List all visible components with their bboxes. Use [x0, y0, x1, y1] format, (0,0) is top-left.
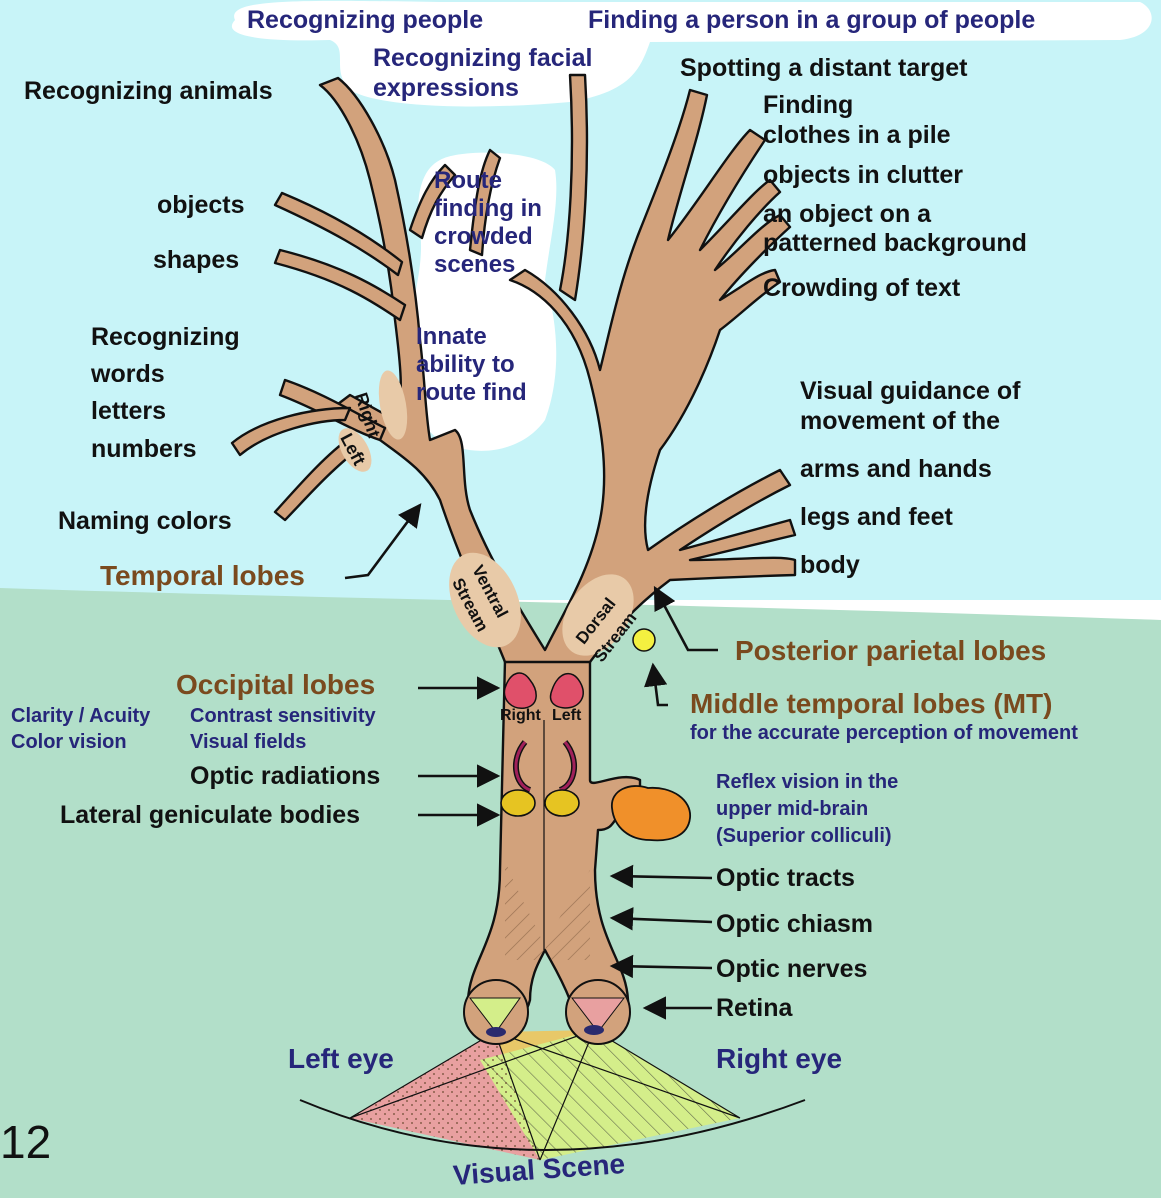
- label-left-eye: Left eye: [288, 1043, 394, 1075]
- label-recognizing-people: Recognizing people: [247, 6, 483, 35]
- label-finding-in: finding in: [434, 195, 542, 223]
- label-occipital-left: Left: [552, 707, 581, 725]
- label-expressions: expressions: [373, 74, 519, 103]
- label-clarity-acuity: Clarity / Acuity: [11, 705, 150, 728]
- label-route-find: route find: [416, 379, 527, 407]
- label-occipital-right: Right: [500, 707, 541, 725]
- page-number: 12: [0, 1115, 51, 1169]
- label-optic-tracts: Optic tracts: [716, 864, 855, 893]
- label-recognizing-facial: Recognizing facial: [373, 44, 592, 73]
- label-finding-person-in-group: Finding a person in a group of people: [588, 6, 1035, 35]
- label-visual-fields: Visual fields: [190, 731, 306, 754]
- label-object-on-a: an object on a: [763, 200, 931, 229]
- right-lens: [584, 1025, 604, 1035]
- label-lateral-geniculate: Lateral geniculate bodies: [60, 801, 360, 830]
- label-mt-note: for the accurate perception of movement: [690, 722, 1078, 745]
- label-spotting-target: Spotting a distant target: [680, 54, 968, 83]
- label-words: words: [91, 360, 165, 389]
- label-clothes-pile: clothes in a pile: [763, 121, 951, 150]
- label-posterior-parietal: Posterior parietal lobes: [735, 635, 1046, 667]
- label-right-eye: Right eye: [716, 1043, 842, 1075]
- label-upper-midbrain: upper mid-brain: [716, 798, 868, 821]
- label-naming-colors: Naming colors: [58, 507, 232, 536]
- label-legs-feet: legs and feet: [800, 503, 953, 532]
- label-occipital-lobes: Occipital lobes: [176, 669, 375, 701]
- label-mt: Middle temporal lobes (MT): [690, 688, 1052, 720]
- label-crowding-text: Crowding of text: [763, 274, 960, 303]
- label-optic-nerves: Optic nerves: [716, 955, 867, 984]
- label-ability-to: ability to: [416, 351, 515, 379]
- left-lens: [486, 1027, 506, 1037]
- label-optic-radiations: Optic radiations: [190, 762, 380, 791]
- label-visual-guidance: Visual guidance of: [800, 377, 1020, 406]
- label-movement-of-the: movement of the: [800, 407, 1000, 436]
- label-crowded: crowded: [434, 223, 533, 251]
- label-temporal-lobes: Temporal lobes: [100, 560, 305, 592]
- label-numbers: numbers: [91, 435, 197, 464]
- label-patterned-background: patterned background: [763, 229, 1027, 258]
- label-optic-chiasm: Optic chiasm: [716, 910, 873, 939]
- label-objects-clutter: objects in clutter: [763, 161, 963, 190]
- label-recognizing: Recognizing: [91, 323, 240, 352]
- label-arms-hands: arms and hands: [800, 455, 992, 484]
- right-lateral-geniculate: [545, 790, 579, 816]
- label-letters: letters: [91, 397, 166, 426]
- label-route: Route: [434, 167, 502, 195]
- label-innate: Innate: [416, 323, 487, 351]
- label-retina: Retina: [716, 994, 792, 1023]
- label-superior-colliculi: (Superior colliculi): [716, 825, 892, 848]
- label-scenes: scenes: [434, 251, 515, 279]
- label-reflex-vision: Reflex vision in the: [716, 771, 898, 794]
- mt-dot: [633, 629, 655, 651]
- label-recognizing-animals: Recognizing animals: [24, 77, 273, 106]
- label-contrast-sensitivity: Contrast sensitivity: [190, 705, 376, 728]
- label-objects: objects: [157, 191, 245, 220]
- label-finding: Finding: [763, 91, 853, 120]
- left-lateral-geniculate: [501, 790, 535, 816]
- label-body: body: [800, 551, 860, 580]
- label-shapes: shapes: [153, 246, 239, 275]
- label-color-vision: Color vision: [11, 731, 127, 754]
